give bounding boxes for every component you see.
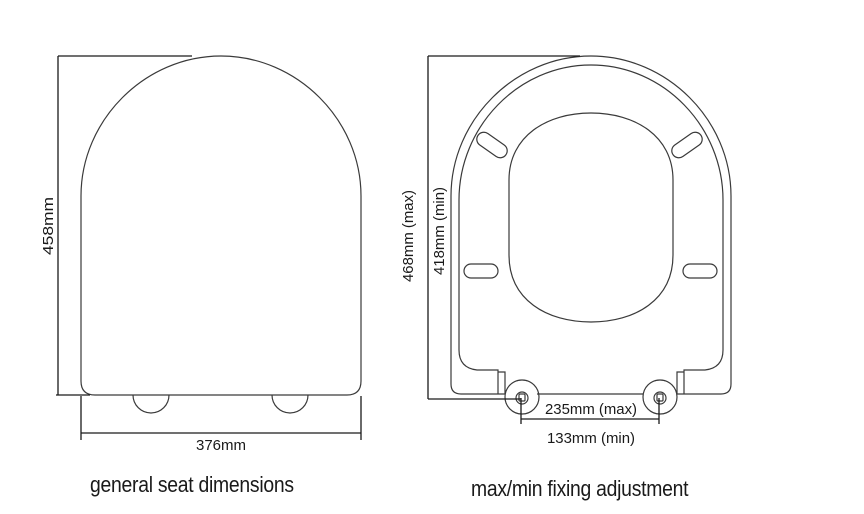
- outer-seat-outline: [450, 55, 732, 395]
- hinge-max-label: 235mm (max): [545, 401, 637, 418]
- width-label: 376mm: [196, 437, 246, 454]
- seat-outline: [80, 55, 362, 396]
- seat-opening: [508, 112, 674, 323]
- buffer-mid-right: [682, 263, 718, 279]
- hinge-left: [504, 379, 540, 415]
- hinge-min-label: 133mm (min): [547, 430, 635, 447]
- inner-seat-outline: [458, 64, 724, 394]
- hinge-right: [642, 379, 678, 415]
- right-caption: max/min fixing adjustment: [471, 476, 689, 501]
- buffer-mid-left: [463, 263, 499, 279]
- left-hinge-bump: [132, 394, 170, 414]
- buffer-top-left: [476, 131, 508, 159]
- height-label: 458mm: [40, 197, 57, 255]
- buffer-top-right: [671, 131, 703, 159]
- left-seat-diagram: 458mm 376mm: [40, 55, 362, 454]
- max-height-label: 468mm (max): [400, 190, 417, 282]
- right-seat-diagram: 468mm (max) 418mm (min) 235mm (max) 133m…: [400, 55, 732, 447]
- min-height-label: 418mm (min): [431, 187, 448, 275]
- right-hinge-bump: [271, 394, 309, 414]
- left-caption: general seat dimensions: [90, 472, 294, 497]
